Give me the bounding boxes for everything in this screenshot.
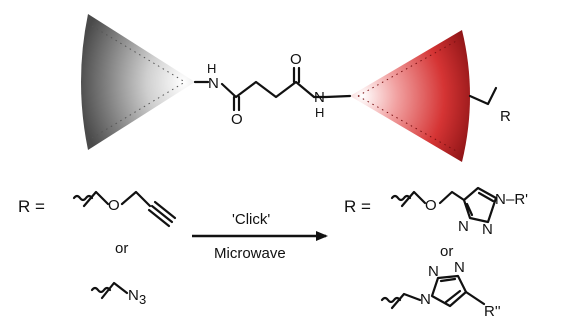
wavy-bond-4 (380, 296, 402, 304)
succinamide-linker: N H O O N H R (193, 51, 511, 128)
wavy-bond-1 (72, 194, 94, 202)
carbonyl-o-left: O (231, 111, 243, 128)
nh-left-n: N (208, 75, 219, 92)
left-dendron (81, 14, 195, 150)
triazole2-ring (430, 274, 468, 308)
triazole1-n1: N (495, 191, 506, 208)
left-carbonyl-bond (232, 95, 241, 112)
triazole1-db (477, 191, 495, 203)
product-or-label: or (440, 243, 453, 260)
azide-n-label: N (128, 287, 139, 304)
azide-subscript: 3 (139, 292, 146, 307)
nh-right-n: N (314, 89, 325, 106)
reaction-arrow-group: 'Click' Microwave (192, 211, 328, 262)
r-group-label: R (500, 108, 511, 125)
triazole2-r: R'' (484, 303, 501, 320)
right-dendron-cone (350, 30, 470, 162)
linker-bonds (193, 80, 352, 99)
product-definitions: R = O N N N –R' or N N N R'' (344, 186, 528, 320)
triazole1-r: –R' (506, 191, 528, 208)
r-arm-bond (468, 86, 498, 106)
reactant-or-label: or (115, 240, 128, 257)
triazole2-chain (390, 292, 422, 310)
alkyne-triple-bond (147, 200, 177, 228)
triazole2-n3: N (454, 259, 465, 276)
left-dendron-cone (81, 14, 195, 150)
condition-microwave: Microwave (214, 245, 286, 262)
ether-chain (400, 190, 466, 208)
propargyl-chain (82, 190, 152, 208)
carbonyl-o-right: O (290, 51, 302, 68)
triazole1-n2: N (482, 221, 493, 238)
wavy-bond-3 (390, 194, 412, 202)
triazole2-n2: N (428, 263, 439, 280)
product-r-equals: R = (344, 197, 371, 216)
reactant-r-equals: R = (18, 197, 45, 216)
right-carbonyl-bond (292, 66, 301, 84)
nh-right-h: H (315, 105, 324, 120)
wavy-bond-2 (90, 286, 112, 294)
nh-left-h: H (207, 61, 216, 76)
product-ether-o: O (425, 197, 437, 214)
triazole1-n3: N (458, 218, 469, 235)
triazole2-db (439, 277, 462, 304)
condition-click: 'Click' (232, 211, 270, 228)
triazole2-r-bond (464, 290, 486, 306)
reactant-definitions: R = O or N 3 (18, 190, 177, 307)
alkyne-o-label: O (108, 197, 120, 214)
azide-chain (100, 281, 129, 300)
right-dendron (350, 30, 470, 162)
triazole1-ring (462, 186, 498, 224)
triazole2-n1: N (420, 291, 431, 308)
